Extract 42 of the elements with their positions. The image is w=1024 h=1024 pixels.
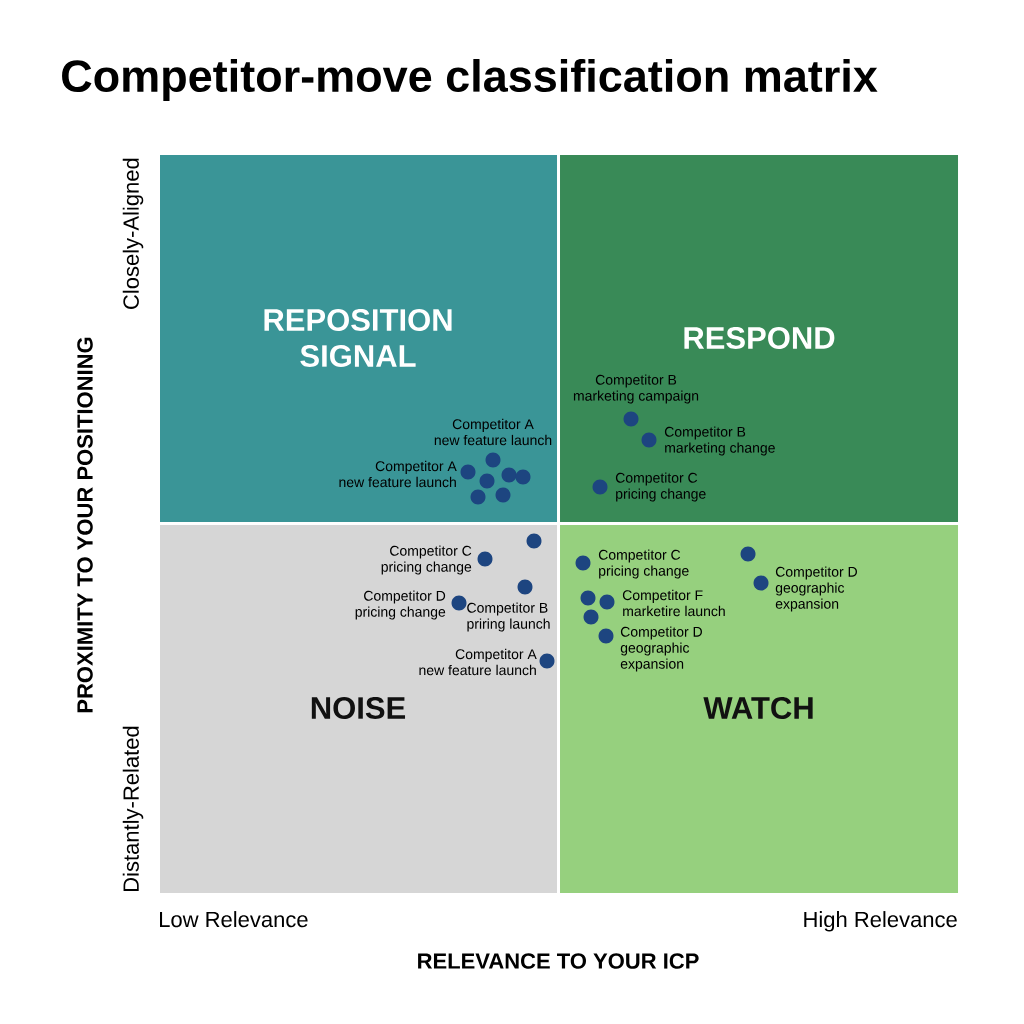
axis-label: Distantly-Related	[122, 726, 144, 891]
data-point	[485, 452, 501, 468]
point-label: Competitor D geographic expansion	[775, 566, 857, 612]
data-point	[515, 469, 531, 485]
data-point	[526, 533, 542, 549]
title: Competitor-move classification matrix	[62, 59, 878, 101]
data-point	[517, 579, 533, 595]
axis-label: Low Relevance	[160, 911, 308, 928]
point-label: Competitor B marketing change	[664, 426, 775, 456]
point-label: Competitor C pricing change	[615, 472, 706, 502]
data-point	[479, 473, 495, 489]
point-label: Competitor C pricing change	[381, 545, 472, 575]
axis-title: PROXIMITY TO YOUR POSITIONING	[77, 337, 93, 713]
point-label: Competitor A new feature launch	[419, 648, 537, 676]
point-label: Competitor D pricing change	[355, 590, 446, 620]
data-point	[460, 464, 476, 480]
data-point	[575, 555, 591, 571]
data-point	[592, 479, 608, 495]
data-point	[599, 594, 615, 610]
axis-label: High Relevance	[804, 911, 957, 932]
point-label: Competitor A new feature launch	[339, 460, 457, 488]
point-label: Competitor F marketire launch	[622, 589, 725, 617]
point-label: Competitor B priring launch	[467, 602, 550, 632]
data-point	[580, 590, 596, 606]
data-point	[598, 628, 614, 644]
data-point	[740, 546, 756, 562]
point-label: Competitor B marketing campaign	[573, 374, 699, 404]
data-point	[623, 411, 639, 427]
data-point	[451, 595, 467, 611]
data-point	[495, 487, 511, 503]
data-point	[470, 489, 486, 505]
data-point	[539, 653, 555, 669]
data-point	[641, 432, 657, 448]
axis-title: RELEVANCE TO YOUR ICP	[418, 953, 699, 969]
data-point	[477, 551, 493, 567]
data-point	[753, 575, 769, 591]
point-label: Competitor C pricing change	[598, 549, 689, 579]
data-point	[583, 609, 599, 625]
data-point	[501, 467, 517, 483]
axis-label: Closely-Aligned	[122, 158, 144, 309]
point-label: Competitor D geographic expansion	[620, 626, 702, 672]
point-label: Competitor A new feature launch	[434, 418, 552, 446]
